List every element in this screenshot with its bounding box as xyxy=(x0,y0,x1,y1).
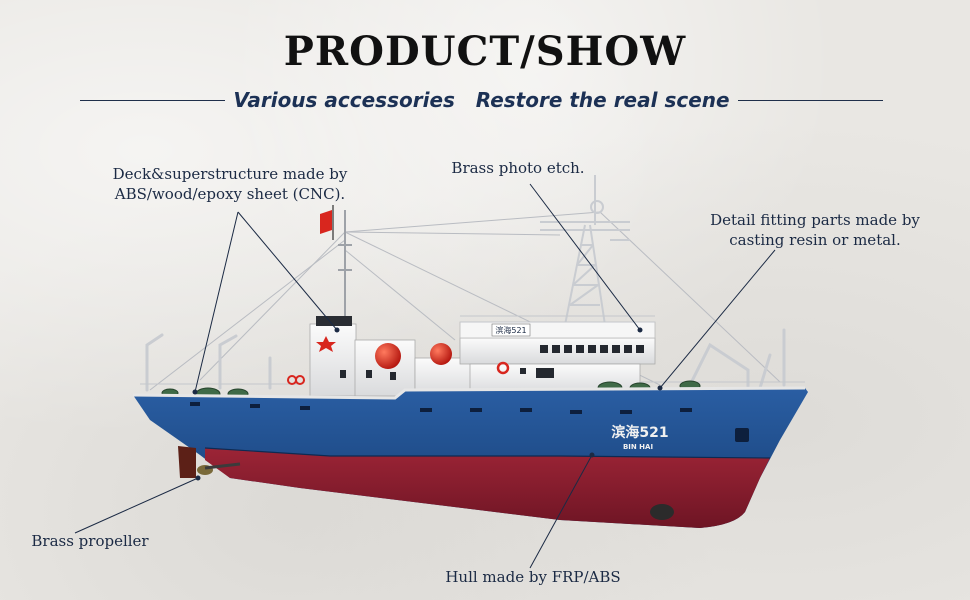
red-buoys xyxy=(287,343,510,385)
hull xyxy=(132,386,808,528)
railings xyxy=(140,315,805,385)
subtitle-rule-right xyxy=(737,99,883,101)
rigging xyxy=(149,211,781,391)
davits xyxy=(145,328,786,392)
bridge-nameplate: 滨海521 xyxy=(495,325,526,335)
callout-fitting: Detail fitting parts made by casting res… xyxy=(690,210,940,250)
page-subtitle: Various accessories Restore the real sce… xyxy=(233,88,730,112)
bow-thruster xyxy=(650,504,674,520)
callout-fitting-line1: Detail fitting parts made by xyxy=(710,211,920,229)
callout-deck-line1: Deck&superstructure made by xyxy=(112,165,348,183)
hull-name-en: BIN HAI xyxy=(623,443,653,451)
leader-dots xyxy=(192,327,663,481)
hull-name-cn: 滨海521 xyxy=(611,424,668,441)
callout-etch: Brass photo etch. xyxy=(451,159,585,177)
portholes xyxy=(190,402,692,414)
anchor xyxy=(735,428,749,442)
propeller-assembly xyxy=(178,446,241,478)
callout-hull: Hull made by FRP/ABS xyxy=(445,568,621,586)
bridge-windows xyxy=(340,345,644,380)
leader-lines xyxy=(74,183,776,569)
page-title: PRODUCT/SHOW xyxy=(283,28,687,75)
fore-mast xyxy=(338,210,352,320)
flag xyxy=(320,205,334,240)
subtitle-row: Various accessories Restore the real sce… xyxy=(80,86,883,114)
callout-fitting-line2: casting resin or metal. xyxy=(729,231,901,249)
callout-propeller: Brass propeller xyxy=(31,532,149,550)
subtitle-rule-left xyxy=(80,99,226,101)
callout-deck: Deck&superstructure made by ABS/wood/epo… xyxy=(100,164,360,204)
callout-deck-line2: ABS/wood/epoxy sheet (CNC). xyxy=(114,185,346,203)
lattice-mast xyxy=(540,175,630,326)
